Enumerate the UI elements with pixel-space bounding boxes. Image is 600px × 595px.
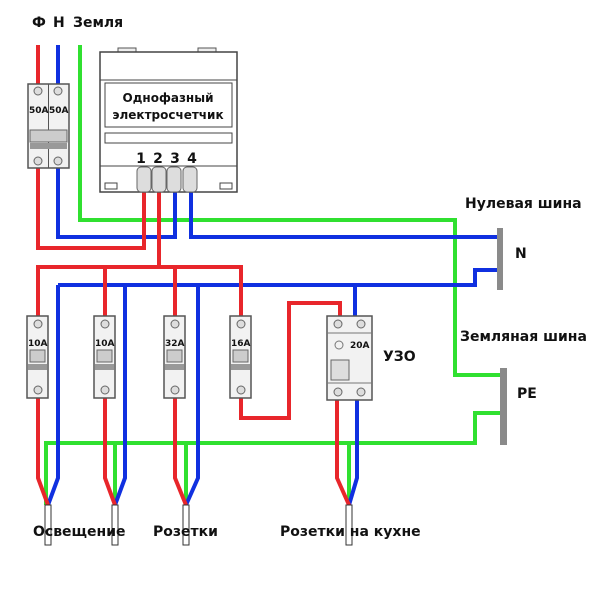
terminal-3-label: 3 (170, 151, 180, 167)
breaker-4-rating: 16A (231, 339, 251, 349)
breaker-1: 10A (26, 315, 49, 399)
neutral-wires (46, 45, 500, 506)
breaker-1-rating: 10A (28, 339, 48, 349)
neutral-bus-label: Нулевая шина (465, 196, 582, 212)
output-cables (44, 504, 353, 546)
electricity-meter: Однофазный электросчетчик 1 2 3 4 (99, 47, 238, 193)
rcd-rating: 20A (350, 341, 370, 351)
terminal-2-label: 2 (153, 151, 163, 167)
output-sockets-label: Розетки (153, 524, 218, 540)
output-kitchen-sockets-label: Розетки на кухне (280, 524, 421, 540)
rcd-label: УЗО (383, 349, 416, 365)
main-breaker-rating-1: 50A (29, 106, 49, 116)
terminal-4-label: 4 (187, 151, 197, 167)
breaker-2-rating: 10A (95, 339, 115, 349)
ground-wires (44, 45, 500, 505)
neutral-bus-mark: N (515, 246, 527, 262)
ground-label: Земля (73, 15, 123, 31)
breaker-2: 10A (93, 315, 116, 399)
meter-title-line2: электросчетчик (112, 108, 223, 122)
main-breaker: 50A 50A (27, 83, 70, 169)
output-lighting-label: Освещение (33, 524, 126, 540)
rcd-device: 20A (326, 315, 373, 401)
breaker-4: 16A (229, 315, 252, 399)
meter-title-line1: Однофазный (123, 91, 214, 105)
breaker-3-rating: 32A (165, 339, 185, 349)
breaker-3: 32A (163, 315, 186, 399)
ground-bus-mark: PE (517, 386, 537, 402)
phase-label: Ф (32, 15, 46, 31)
neutral-bus (497, 228, 503, 290)
phase-wires (36, 45, 351, 506)
neutral-label: Н (53, 15, 65, 31)
main-breaker-rating-2: 50A (49, 106, 69, 116)
ground-bus-label: Земляная шина (460, 329, 587, 345)
terminal-1-label: 1 (136, 151, 146, 167)
ground-bus (500, 368, 507, 445)
